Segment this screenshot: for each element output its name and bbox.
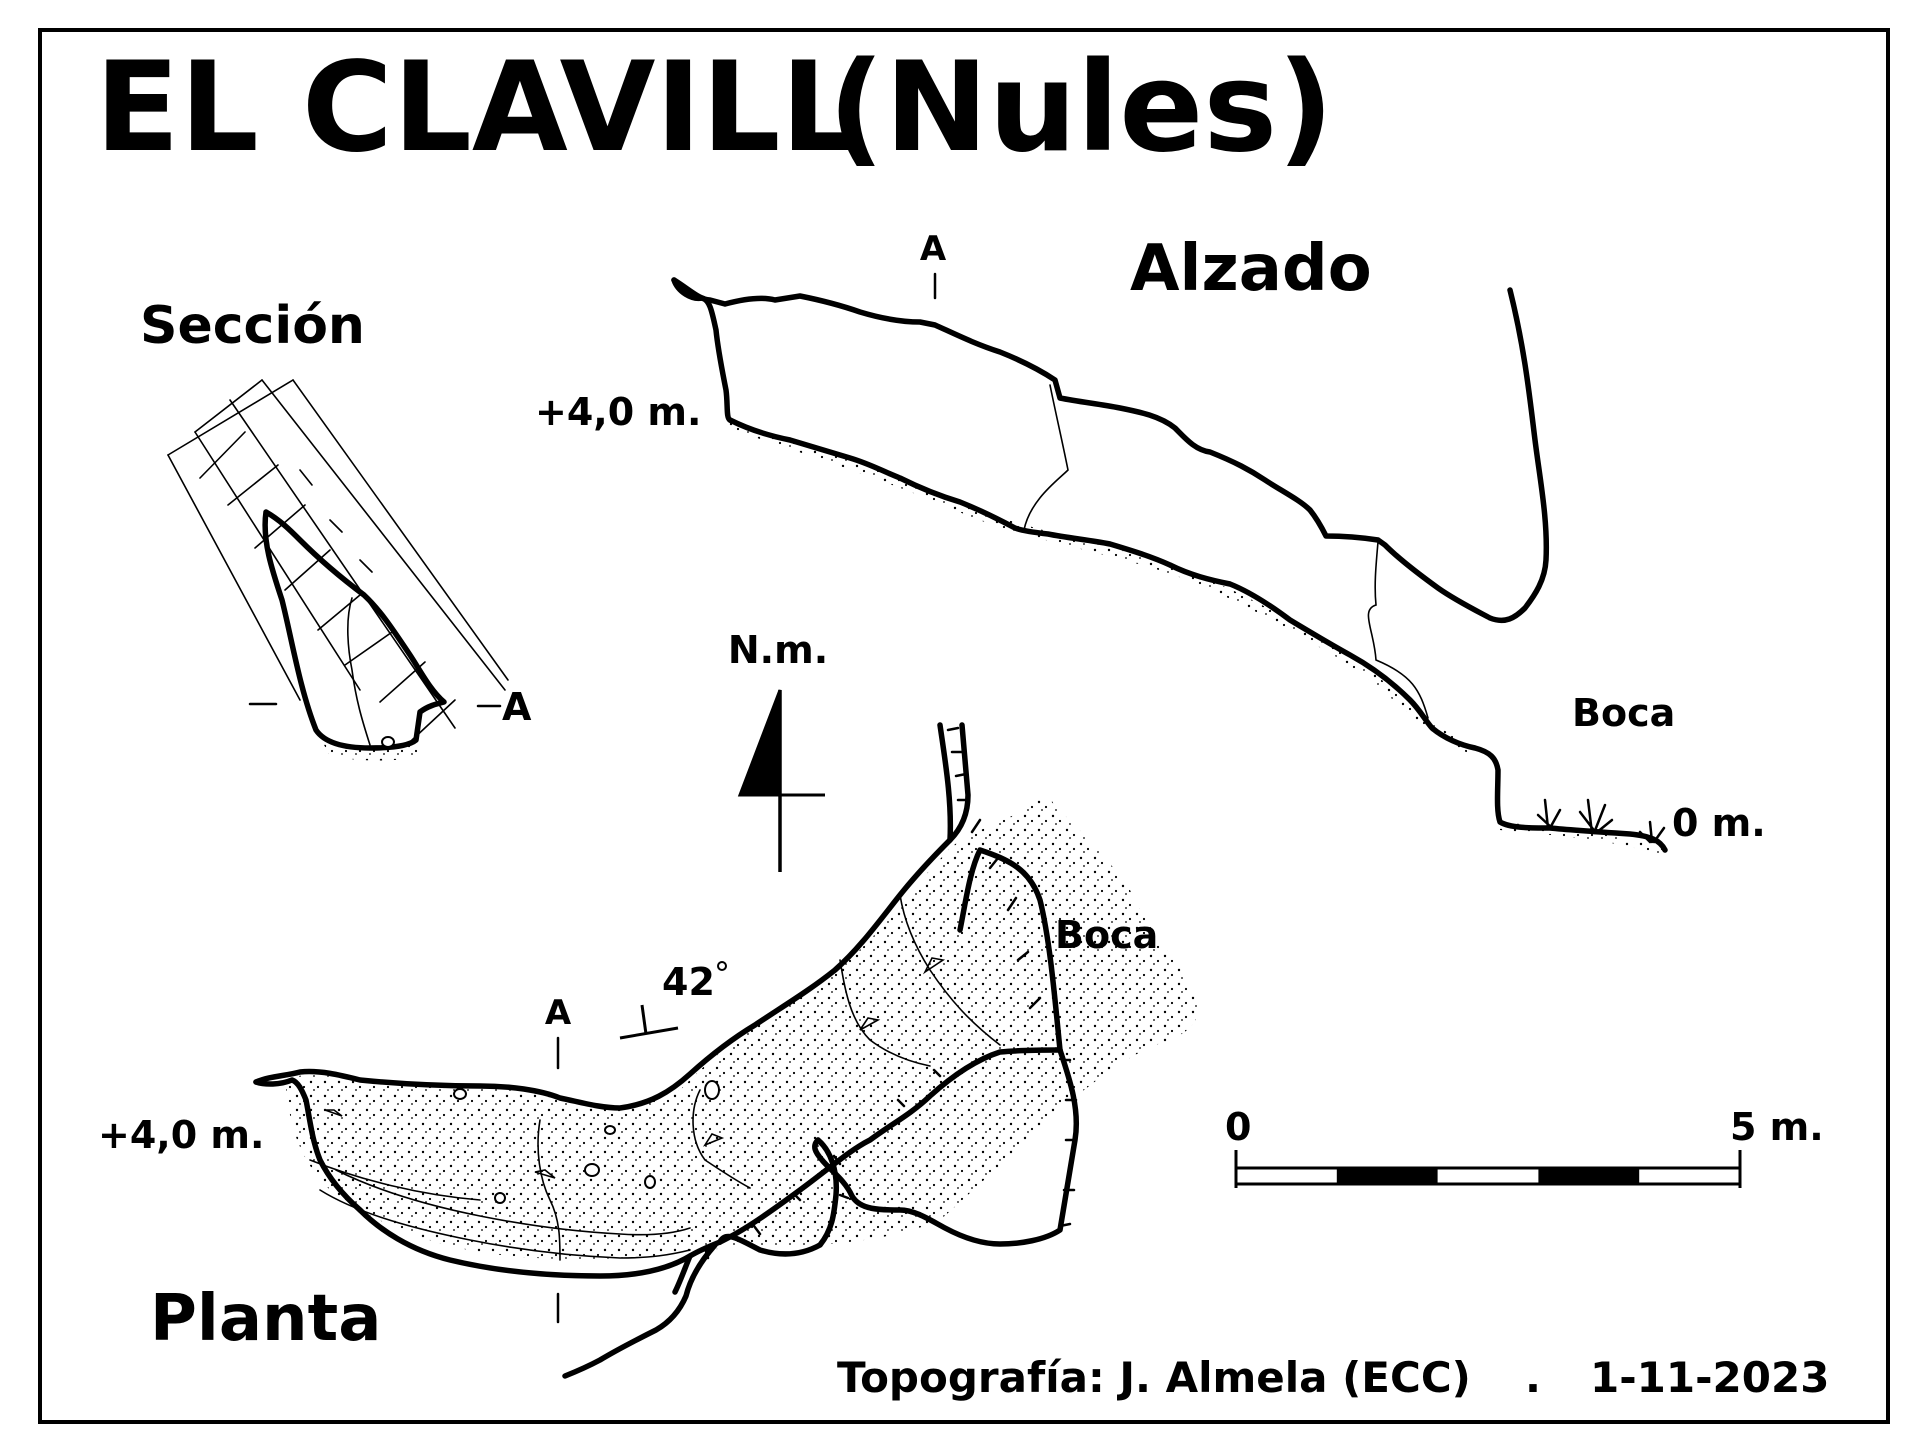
elevation-top-level: +4,0 m. — [535, 390, 701, 434]
elevation-view-title: Alzado — [1130, 232, 1372, 306]
plan-west-end — [253, 1077, 363, 1213]
plan-bank-2 — [335, 1169, 691, 1236]
plan-north-wall — [253, 837, 953, 1111]
sheet-frame — [38, 28, 1890, 1424]
plan-outlet-passage — [562, 1242, 718, 1379]
scale-segment-dark-2 — [1538, 1168, 1640, 1184]
elevation-floor-sediment — [728, 420, 1475, 754]
elevation-entrance-label: Boca — [1572, 691, 1675, 735]
credit-separator: . — [1525, 1353, 1541, 1402]
section-view: Sección A — [140, 296, 532, 761]
scale-end-label: 5 m. — [1730, 1105, 1824, 1149]
flow-arrows — [324, 957, 946, 1179]
section-inner-line — [347, 597, 371, 746]
survey-date: 1-11-2023 — [1590, 1353, 1829, 1402]
plan-view-title: Planta — [150, 1282, 381, 1356]
map-place: (Nules) — [828, 36, 1334, 180]
plan-break-1 — [537, 1119, 561, 1261]
north-label: N.m. — [728, 628, 828, 672]
elevation-bottom-level: 0 m. — [1672, 801, 1766, 845]
plan-side-chamber — [717, 1137, 840, 1257]
plan-south-wall-2 — [717, 1047, 1063, 1245]
survey-credit: Topografía: J. Almela (ECC) — [837, 1353, 1471, 1402]
plan-break-3 — [839, 959, 931, 1067]
elevation-floor — [727, 417, 1668, 853]
north-arrow-icon: N.m. — [728, 628, 828, 872]
plan-top-level: +4,0 m. — [98, 1113, 264, 1157]
plan-entrance-label: Boca — [1055, 913, 1158, 957]
plan-outlet-passage-2 — [672, 1253, 693, 1295]
plan-section-marker: A — [545, 993, 572, 1033]
dip-angle-label: 42 — [662, 960, 715, 1004]
elevation-view: A Alzado +4,0 m. Boca 0 m. — [535, 229, 1766, 856]
section-outline — [262, 509, 447, 751]
scale-segment-dark-1 — [1336, 1168, 1438, 1184]
elevation-upper-wall — [671, 277, 1550, 624]
plan-view: 42 A Boca +4,0 m. Planta — [98, 722, 1198, 1379]
plan-east-wall — [937, 722, 1063, 1053]
elevation-left-end — [671, 277, 733, 423]
elevation-section-marker: A — [920, 229, 947, 269]
plan-north-wall-upper — [947, 722, 971, 843]
boulder-icon — [453, 1080, 720, 1204]
elevation-break-1 — [1023, 384, 1069, 531]
strike-dip-icon — [619, 1004, 679, 1040]
map-title: EL CLAVILL — [95, 36, 860, 180]
section-view-title: Sección — [140, 296, 365, 356]
section-floor-sediment — [316, 730, 420, 761]
plan-gallery-fill — [285, 797, 1198, 1260]
plan-wall-ticks — [703, 726, 1078, 1260]
plan-bank-3 — [309, 1159, 481, 1201]
section-end-marker: A — [502, 685, 532, 729]
elevation-exit-sediment — [1500, 822, 1665, 856]
scale-bar: 0 5 m. — [1225, 1105, 1824, 1188]
plan-break-2 — [692, 1089, 751, 1189]
vegetation-icon — [1536, 798, 1666, 844]
section-bedding — [167, 379, 509, 741]
boulder-icon — [381, 736, 395, 748]
plan-break-4 — [899, 894, 1001, 1046]
degree-mark — [717, 961, 727, 971]
scale-start-label: 0 — [1225, 1105, 1251, 1149]
elevation-break-2 — [1367, 541, 1429, 719]
plan-bank-1 — [319, 1189, 691, 1259]
plan-south-wall — [357, 1207, 723, 1279]
